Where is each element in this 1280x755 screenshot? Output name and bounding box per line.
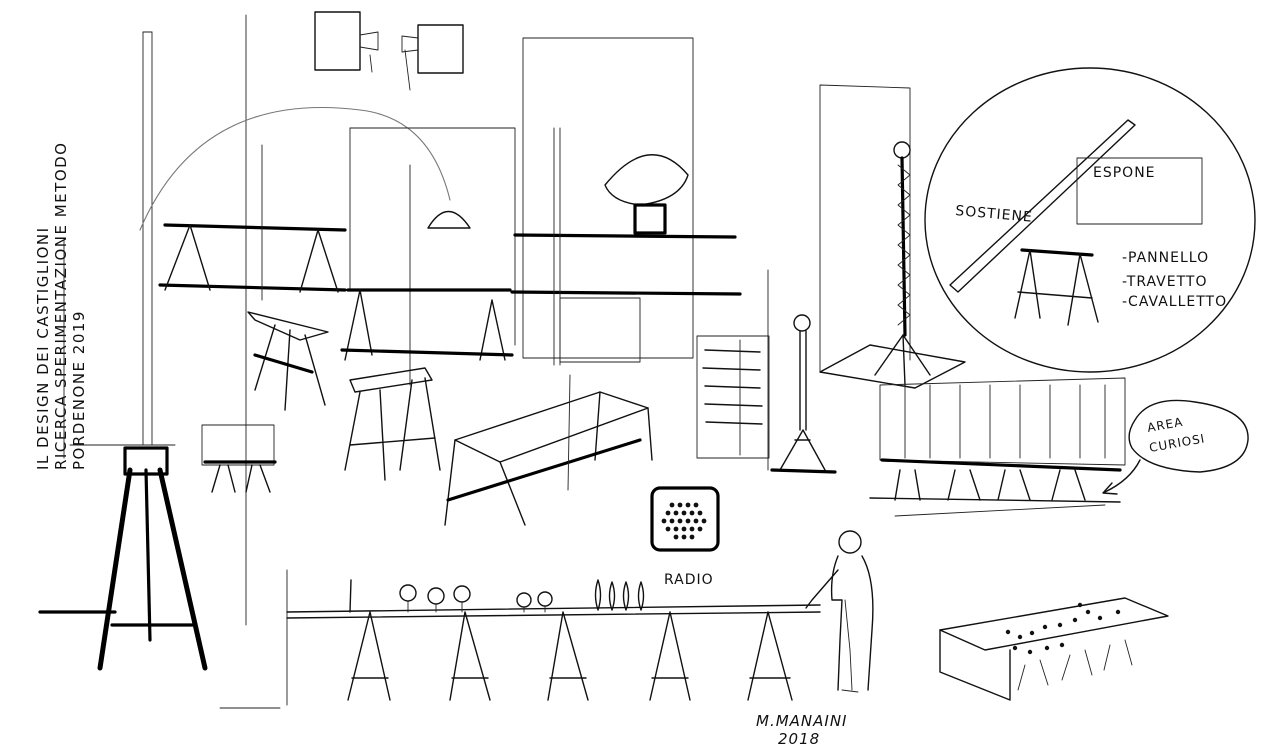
low-bench bbox=[201, 424, 277, 493]
signature-year: 2018 bbox=[778, 730, 820, 748]
tall-tripod-stand bbox=[38, 14, 471, 671]
radio-speaker-grille bbox=[661, 502, 707, 540]
hanging-lamp-panel bbox=[819, 84, 966, 389]
small-side-table bbox=[559, 297, 641, 363]
part-pannello: -PANNELLO bbox=[1122, 250, 1209, 266]
taccia-lamp-bowl bbox=[604, 154, 689, 206]
espone-label: ESPONE bbox=[1093, 165, 1156, 181]
glass-trestle-table bbox=[444, 374, 653, 526]
signature-name: M.MANAINI bbox=[756, 712, 847, 730]
sostiene-beam bbox=[949, 119, 1136, 293]
small-trestle-table bbox=[344, 367, 441, 481]
arco-lamp-arc bbox=[139, 106, 451, 231]
chair-stack bbox=[696, 335, 770, 459]
perspective-table bbox=[939, 597, 1169, 701]
bulb-lamps bbox=[399, 584, 553, 613]
title-line-1: IL DESIGN DEI CASTIGLIONI bbox=[34, 226, 52, 470]
radio-icon bbox=[650, 486, 720, 552]
detail-circle: ESPONE SOSTIENE -PANNELLO -TRAVETTO -CAV… bbox=[924, 67, 1256, 373]
radio-label: RADIO bbox=[664, 572, 714, 588]
title-line-3: PORDENONE 2019 bbox=[70, 310, 88, 470]
arco-lamp-shade bbox=[427, 211, 471, 229]
taccia-lamp-display bbox=[510, 37, 742, 366]
hanging-lamp-head bbox=[893, 141, 911, 159]
part-travetto: -TRAVETTO bbox=[1122, 274, 1207, 290]
bottom-exhibit-line bbox=[219, 569, 821, 709]
table-objects bbox=[1005, 602, 1121, 655]
wall-panel-center bbox=[340, 127, 516, 386]
toio-lamp bbox=[767, 269, 837, 474]
display-case-right bbox=[869, 377, 1126, 517]
sostiene-label: SOSTIENE bbox=[955, 203, 1034, 226]
title-line-2: RICERCA SPERIMENTAZIONE METODO bbox=[52, 142, 70, 470]
taccia-lamp-base bbox=[633, 203, 667, 235]
curiosi-label: CURIOSI bbox=[1148, 431, 1206, 455]
part-cavalletto: -CAVALLETTO bbox=[1122, 294, 1227, 310]
espone-panel bbox=[1076, 157, 1203, 225]
person-figure bbox=[805, 530, 874, 693]
trestle-table-upper-left bbox=[158, 144, 347, 301]
area-label: AREA bbox=[1146, 415, 1184, 435]
signature: M.MANAINI 2018 bbox=[756, 712, 847, 748]
drafting-table bbox=[247, 311, 329, 411]
vase-objects bbox=[349, 579, 645, 613]
speaker-pair bbox=[314, 11, 464, 91]
cavalletto-detail bbox=[1014, 248, 1099, 326]
title-block: IL DESIGN DEI CASTIGLIONI RICERCA SPERIM… bbox=[34, 142, 88, 470]
